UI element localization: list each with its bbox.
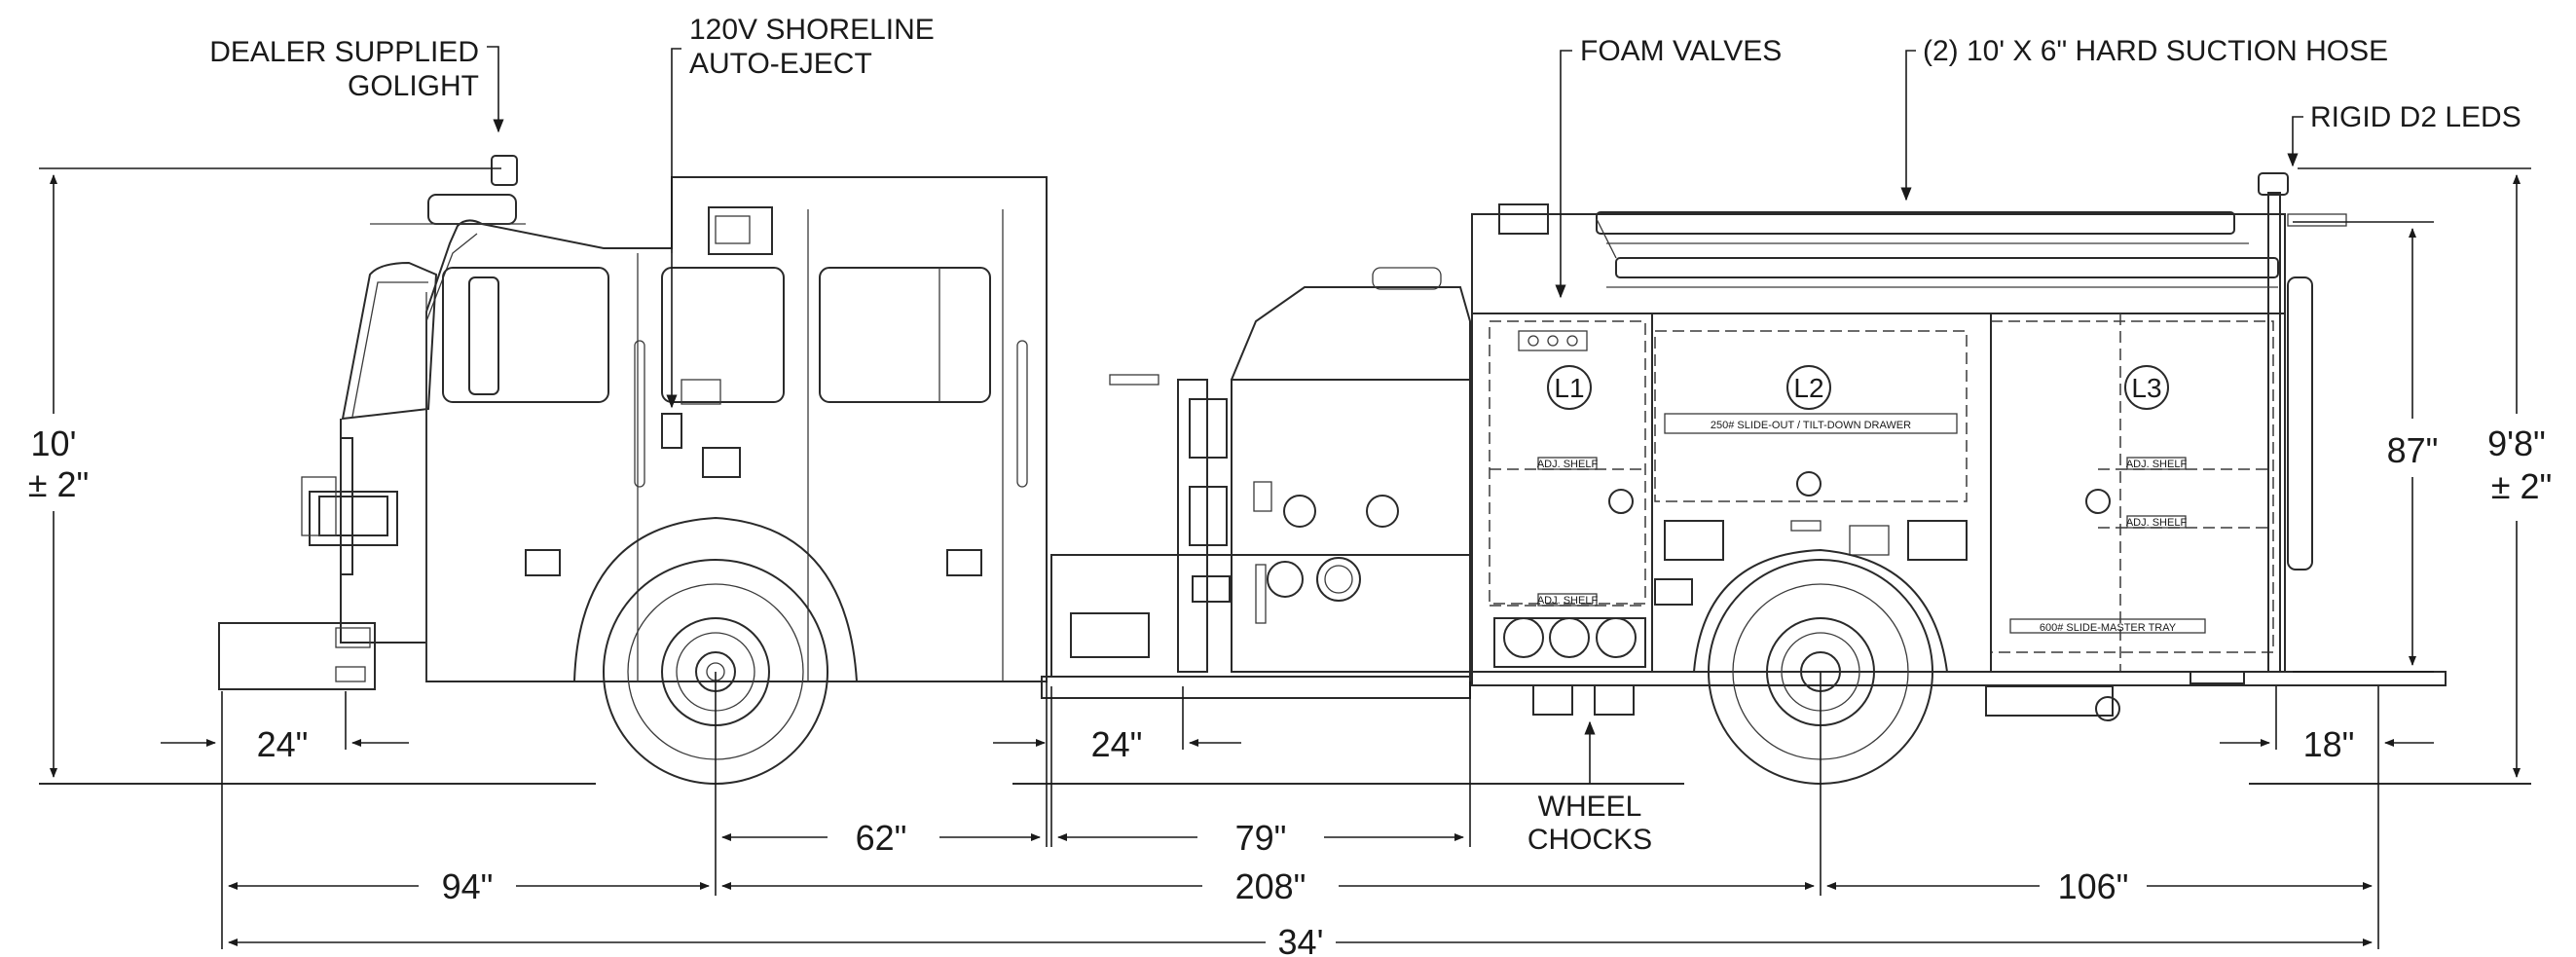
dimension-cab-to-axle: 62" — [721, 818, 1041, 858]
foam-valves-text: FOAM VALVES — [1580, 35, 1782, 67]
adj-shelf-l1-bottom: ADJ. SHELF — [1537, 595, 1599, 607]
dimension-extension-lines — [715, 672, 1822, 896]
wheel-chocks-line-2: CHOCKS — [1527, 824, 1652, 856]
golight-line-1: DEALER SUPPLIED — [209, 36, 479, 68]
cab-to-axle-value: 62" — [856, 818, 907, 858]
dimension-body-height: 87" — [2293, 221, 2439, 673]
callout-leds: RIGID D2 LEDS — [2287, 101, 2521, 167]
compartment-l1 — [1489, 320, 1646, 605]
shoreline-line-2: AUTO-EJECT — [689, 48, 872, 80]
overall-length-value: 34' — [1278, 922, 1324, 957]
overall-height-right-tolerance: ± 2" — [2491, 466, 2553, 506]
hard-suction-hoses — [1498, 203, 2279, 288]
rear-tow-hook — [1985, 685, 2120, 721]
overall-height-right-value: 9'8" — [2487, 423, 2546, 463]
rear-wheel-arch — [1693, 548, 1948, 673]
shoreline-line-1: 120V SHORELINE — [689, 14, 935, 46]
dimension-overall-height-left: 10' ± 2" — [28, 167, 501, 778]
dimension-rear-axle-to-end: 106" — [1826, 866, 2373, 906]
front-to-axle-value: 94" — [442, 866, 494, 906]
pump-module — [1041, 267, 1471, 699]
rear-overhang-value: 18" — [2303, 724, 2355, 764]
overall-height-left-tolerance: ± 2" — [28, 464, 90, 504]
body — [1471, 172, 2447, 716]
dimension-overall-length: 34' — [228, 922, 2373, 957]
callout-shoreline: 120V SHORELINE AUTO-EJECT — [661, 14, 935, 449]
label-l3: L3 — [2131, 373, 2161, 403]
dimension-front-overhang: 24" — [161, 691, 409, 949]
rear-axle-to-end-value: 106" — [2058, 866, 2129, 906]
callout-wheel-chocks: WHEEL CHOCKS — [1527, 720, 1652, 856]
adj-shelf-l1-top: ADJ. SHELF — [1537, 459, 1599, 470]
pump-gap-value: 24" — [1091, 724, 1143, 764]
slide-out-drawer-text: 250# SLIDE-OUT / TILT-DOWN DRAWER — [1711, 420, 1911, 431]
adj-shelf-l3-bottom: ADJ. SHELF — [2126, 517, 2188, 529]
dimension-overall-height-right: 9'8" ± 2" — [2298, 167, 2553, 778]
leds-text: RIGID D2 LEDS — [2310, 101, 2521, 133]
suction-hose-text: (2) 10' X 6" HARD SUCTION HOSE — [1923, 35, 2388, 67]
callout-suction-hose: (2) 10' X 6" HARD SUCTION HOSE — [1900, 35, 2388, 202]
dimension-wheelbase: 208" — [721, 866, 1815, 906]
label-l1: L1 — [1554, 373, 1584, 403]
adj-shelf-l3-top: ADJ. SHELF — [2126, 459, 2188, 470]
dimension-pump-module: 79" — [1057, 818, 1464, 858]
label-l2: L2 — [1793, 373, 1823, 403]
pump-module-value: 79" — [1235, 818, 1287, 858]
cab — [218, 155, 1048, 690]
callout-foam-valves: FOAM VALVES — [1555, 35, 1782, 299]
dimension-pump-gap: 24" — [993, 686, 1241, 847]
compartment-l2 — [1654, 330, 1968, 502]
overall-height-left-value: 10' — [31, 423, 77, 463]
compartment-labels: L1 L2 L3 ADJ. SHELF ADJ. SHELF ADJ. SHEL… — [1537, 373, 2188, 634]
front-wheel-arch — [573, 516, 858, 682]
dimension-rear-overhang: 18" — [2220, 686, 2434, 949]
wheel-chocks-line-1: WHEEL — [1538, 791, 1642, 823]
body-height-value: 87" — [2387, 430, 2439, 470]
dimension-front-to-axle: 94" — [228, 866, 710, 906]
front-overhang-value: 24" — [257, 724, 309, 764]
golight-line-2: GOLIGHT — [348, 70, 479, 102]
callout-golight: DEALER SUPPLIED GOLIGHT — [209, 36, 504, 133]
slide-master-tray-text: 600# SLIDE-MASTER TRAY — [2040, 622, 2177, 634]
wheelbase-value: 208" — [1235, 866, 1306, 906]
